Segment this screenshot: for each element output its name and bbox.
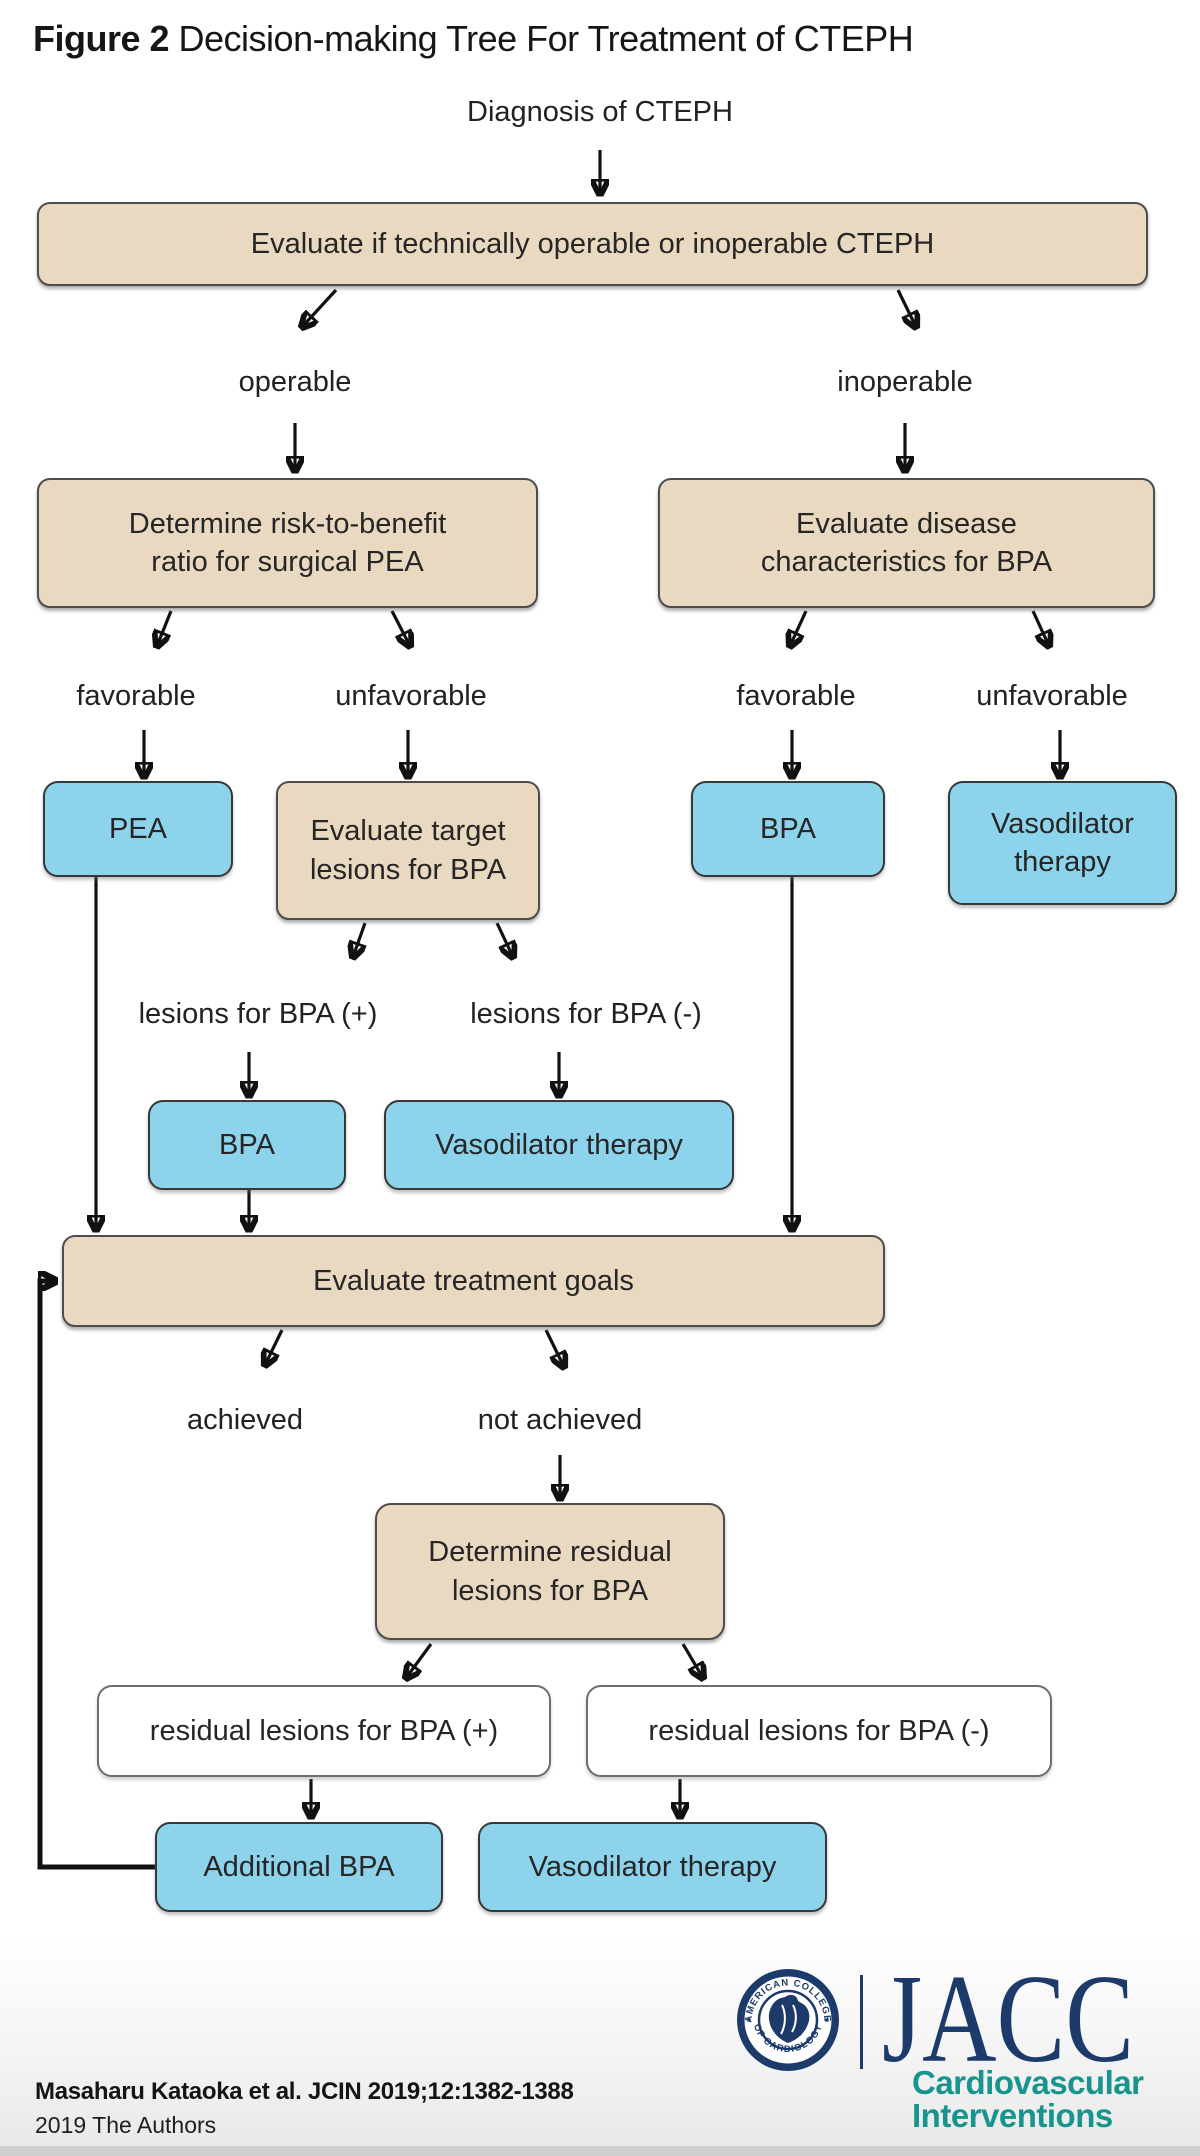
acc-seal-logo: AMERICAN COLLEGE OF CARDIOLOGY [737,1969,839,2071]
node-vasodilator-lesions-neg: Vasodilator therapy [384,1100,734,1190]
figure-number: Figure 2 [33,18,170,59]
feedback-additionalbpa-to-goals [37,1281,157,1870]
label-favorable-right: favorable [736,680,856,712]
arrow-target-to-lesionsneg [495,922,513,957]
node-target-lesions: Evaluate target lesions for BPA [276,781,540,920]
label-inoperable: inoperable [837,366,973,398]
arrow-residual-to-neg [681,1643,703,1678]
figure-title: Figure 2 Decision-making Tree For Treatm… [33,18,914,60]
seal-heart-detail-2 [791,2004,797,2033]
node-residual-neg: residual lesions for BPA (-) [586,1685,1052,1777]
arrow-diseasechar-to-unfavorable [1031,610,1049,646]
label-unfavorable-right: unfavorable [976,680,1128,712]
bottom-strip [0,2146,1200,2156]
node-pea: PEA [43,781,233,877]
journal-subtitle: Cardiovascular Interventions [912,2066,1192,2132]
node-disease-characteristics: Evaluate disease characteristics for BPA [658,478,1155,608]
arrow-riskbenefit-to-unfavorable [390,610,410,646]
seal-heart-icon [768,1994,810,2043]
label-diagnosis: Diagnosis of CTEPH [467,96,733,128]
arrow-goals-to-notachieved [544,1329,564,1367]
label-lesions-pos: lesions for BPA (+) [138,998,378,1030]
node-vasodilator-residual-neg: Vasodilator therapy [478,1822,827,1912]
node-bpa-lesions-pos: BPA [148,1100,346,1190]
node-bpa-favorable: BPA [691,781,885,877]
label-operable: operable [238,366,352,398]
seal-dot-left [747,2018,751,2022]
jacc-logo: JACC [882,1962,1134,2070]
arrow-goals-to-achieved [265,1329,284,1365]
arrow-residual-to-pos [406,1643,433,1678]
node-risk-benefit: Determine risk-to-benefit ratio for surg… [37,478,538,608]
journal-subtitle-line2: Interventions [912,2097,1113,2134]
node-residual-lesions: Determine residual lesions for BPA [375,1503,725,1640]
journal-subtitle-line1: Cardiovascular [912,2064,1144,2101]
footer-band [0,1936,1200,2146]
citation-text: Masaharu Kataoka et al. JCIN 2019;12:138… [35,2078,574,2105]
arrow-riskbenefit-to-favorable [157,610,173,646]
node-evaluate-operability: Evaluate if technically operable or inop… [37,202,1148,286]
label-not-achieved: not achieved [477,1404,643,1436]
label-lesions-neg: lesions for BPA (-) [470,998,702,1030]
copyright-text: 2019 The Authors [35,2112,217,2138]
arrow-evaluate-to-operable [302,288,338,327]
arrow-diseasechar-to-favorable [790,610,808,646]
figure-title-text: Decision-making Tree For Treatment of CT… [169,18,914,59]
label-unfavorable-left: unfavorable [335,680,487,712]
jacc-logo-text: JACC [882,1962,1134,2070]
arrow-target-to-lesionspos [353,922,365,957]
arrow-evaluate-to-inoperable [896,289,916,327]
node-residual-pos: residual lesions for BPA (+) [97,1685,551,1777]
seal-dot-right [825,2018,829,2022]
node-vasodilator-unfavorable: Vasodilator therapy [948,781,1177,905]
node-additional-bpa: Additional BPA [155,1822,443,1912]
logo-divider [860,1975,863,2069]
seal-heart-detail-1 [780,2004,786,2035]
label-favorable-left: favorable [76,680,196,712]
node-treatment-goals: Evaluate treatment goals [62,1235,885,1327]
label-achieved: achieved [186,1404,304,1436]
